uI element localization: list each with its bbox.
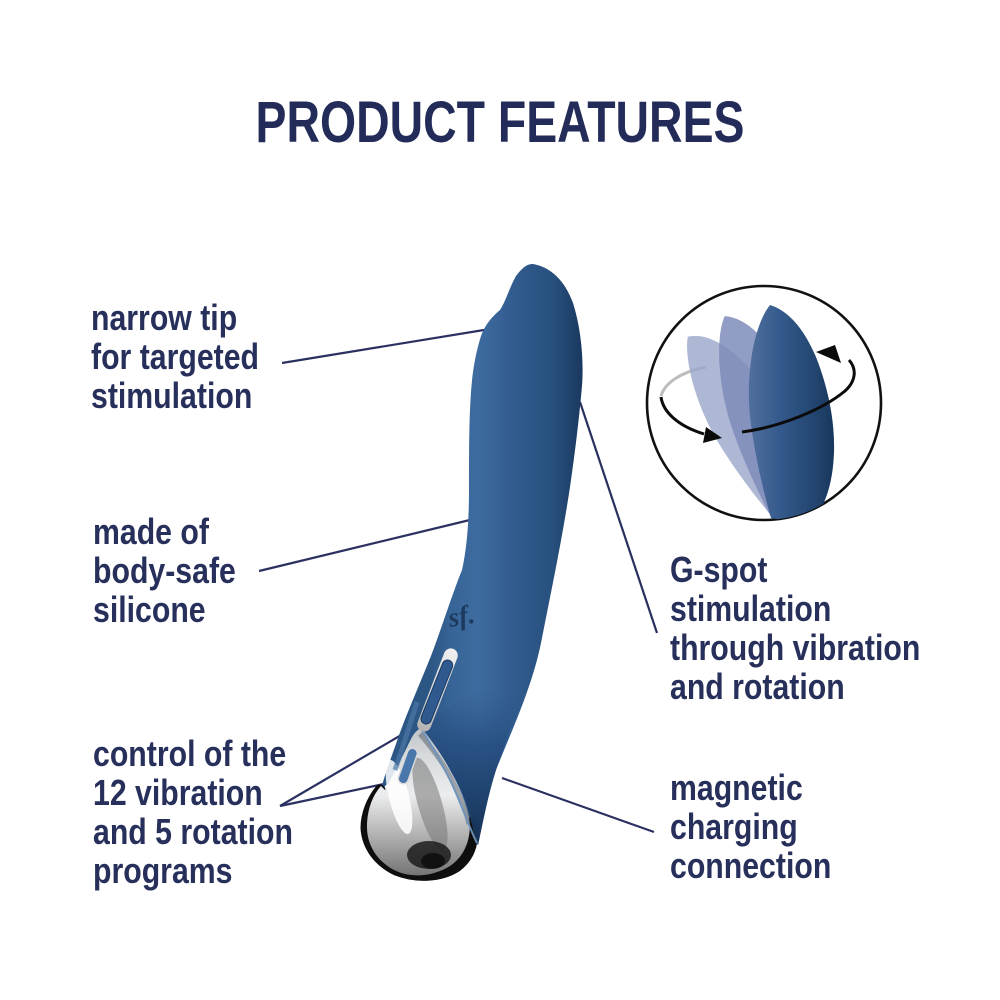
svg-text:sf.: sf. (445, 599, 477, 633)
